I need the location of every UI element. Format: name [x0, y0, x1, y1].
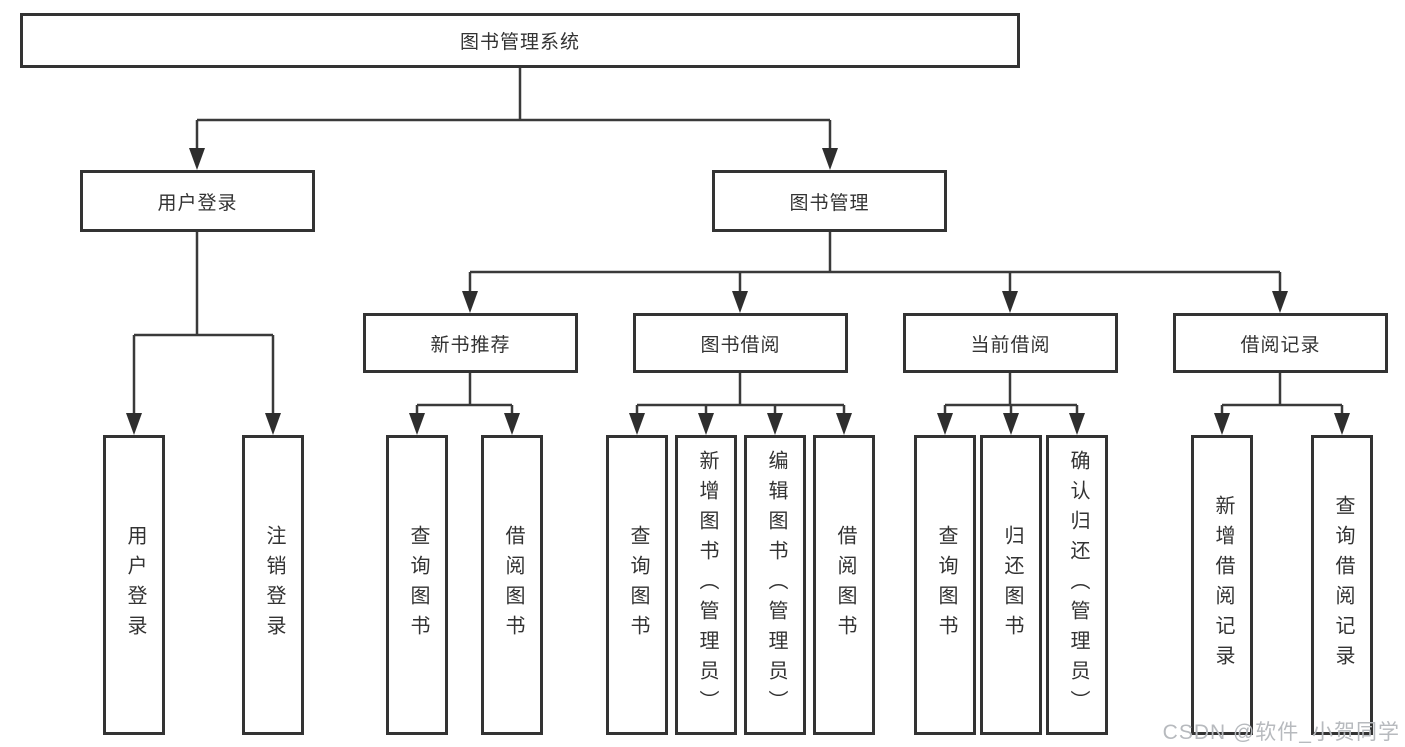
node-add-borrow-record: 新增借阅记录	[1191, 435, 1253, 735]
node-book-management: 图书管理	[712, 170, 947, 232]
connector-recommend-to-leaves	[415, 373, 514, 413]
node-borrow-record: 借阅记录	[1173, 313, 1388, 373]
connector-root-to-level2	[195, 68, 832, 148]
connector-borrow-to-leaves	[635, 373, 846, 413]
node-return-book: 归还图书	[980, 435, 1042, 735]
connector-current-to-leaves	[943, 373, 1079, 413]
node-current-borrow: 当前借阅	[903, 313, 1118, 373]
connector-userlogin-to-leaves	[132, 232, 275, 413]
node-borrow-books-borrow: 借阅图书	[813, 435, 875, 735]
node-user-login-leaf: 用户登录	[103, 435, 165, 735]
node-query-books-borrow: 查询图书	[606, 435, 668, 735]
node-new-book-recommend: 新书推荐	[363, 313, 578, 373]
node-borrow-books-recommend: 借阅图书	[481, 435, 543, 735]
connector-record-to-leaves	[1220, 373, 1344, 413]
node-confirm-return-admin: 确认归还（管理员）	[1046, 435, 1108, 735]
watermark: CSDN @软件_小贺同学	[1162, 721, 1400, 744]
node-edit-book-admin: 编辑图书（管理员）	[744, 435, 806, 735]
node-add-book-admin: 新增图书（管理员）	[675, 435, 737, 735]
node-query-books-recommend: 查询图书	[386, 435, 448, 735]
node-book-borrow: 图书借阅	[633, 313, 848, 373]
node-logout: 注销登录	[242, 435, 304, 735]
node-query-borrow-record: 查询借阅记录	[1311, 435, 1373, 735]
node-root-system: 图书管理系统	[20, 13, 1020, 68]
node-user-login: 用户登录	[80, 170, 315, 232]
connector-bookmgmt-to-level3	[468, 232, 1282, 291]
node-query-books-current: 查询图书	[914, 435, 976, 735]
